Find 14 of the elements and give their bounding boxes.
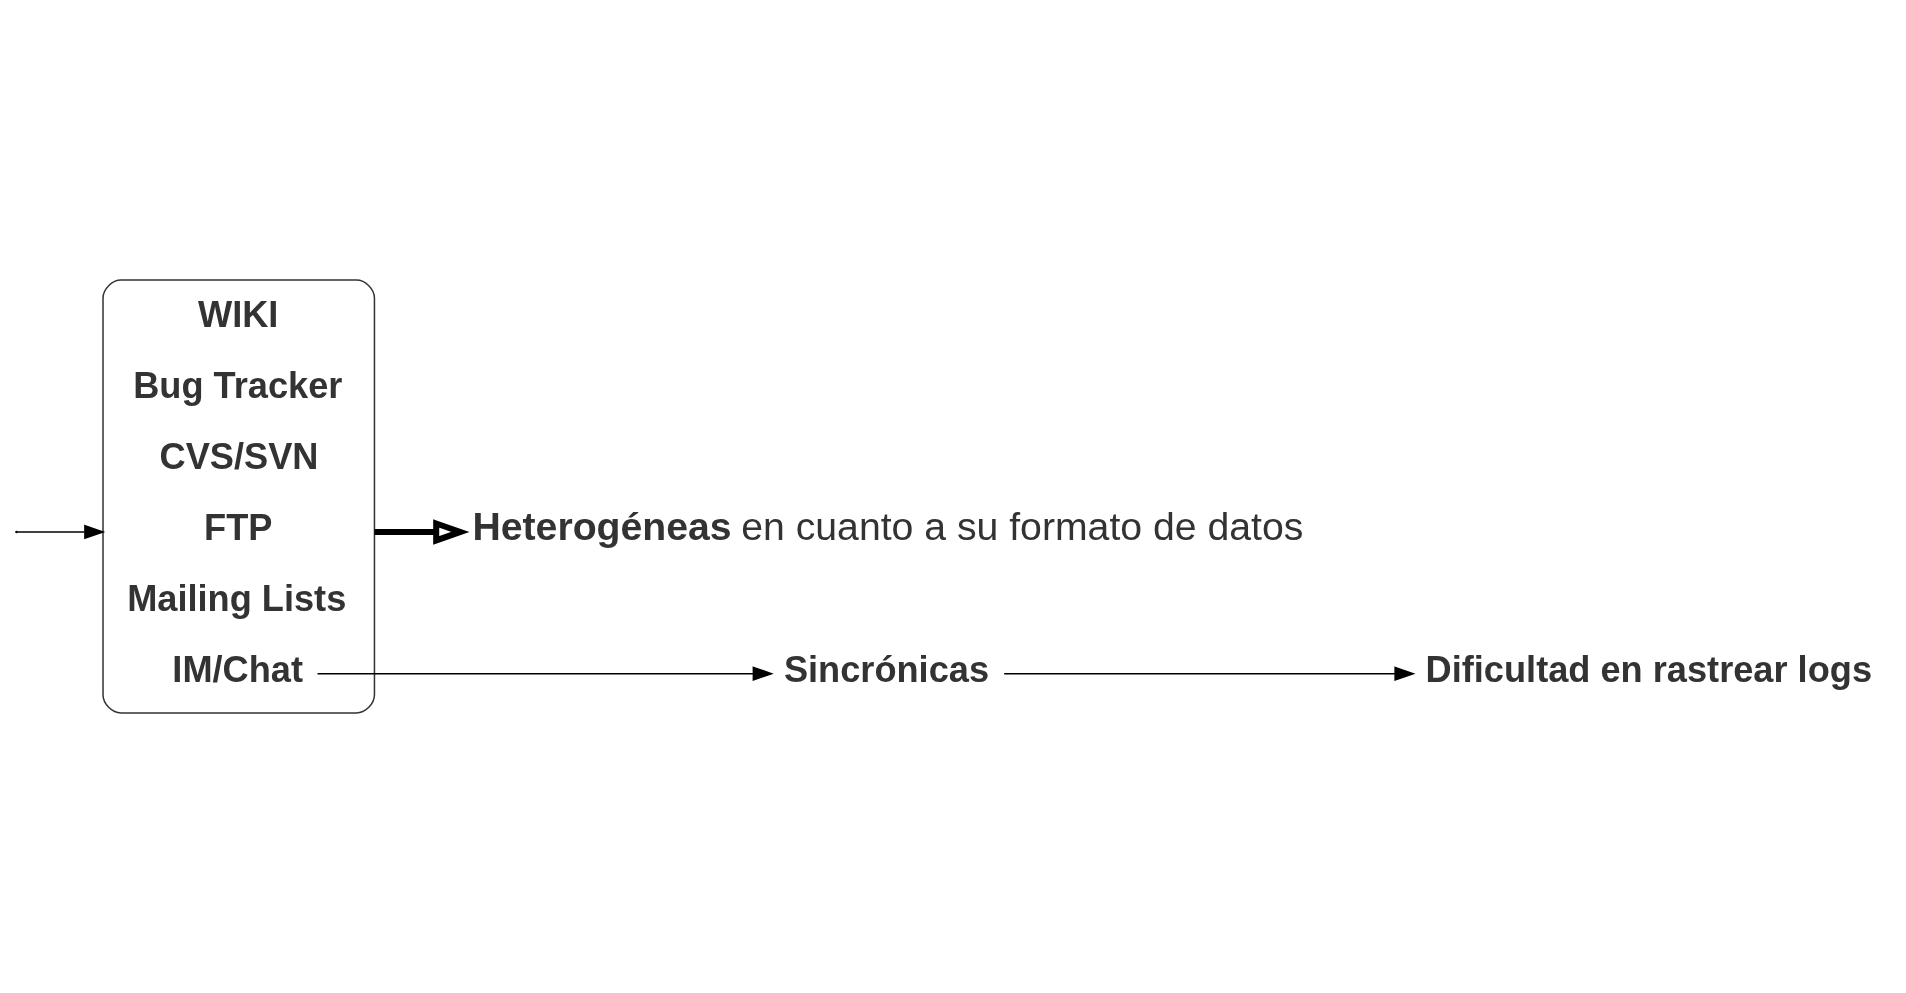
node-text: Sincrónicas (783, 648, 990, 690)
arrow (16, 524, 106, 540)
node-text: IM/Chat (172, 648, 304, 690)
arrow (316, 666, 774, 682)
node-text: CVS/SVN (159, 435, 319, 477)
arrow (374, 519, 470, 545)
arrow (1003, 666, 1416, 682)
cluster (102, 279, 376, 714)
node-text: Mailing Lists (127, 577, 347, 619)
node-text: FTP (204, 506, 273, 548)
node-text: Heterogéneas en cuanto a su formato de datos (472, 504, 1304, 548)
node-text: Bug Tracker (133, 365, 343, 407)
node-text: WIKI (198, 294, 279, 336)
node-text: Dificultad en rastrear logs (1425, 648, 1873, 690)
